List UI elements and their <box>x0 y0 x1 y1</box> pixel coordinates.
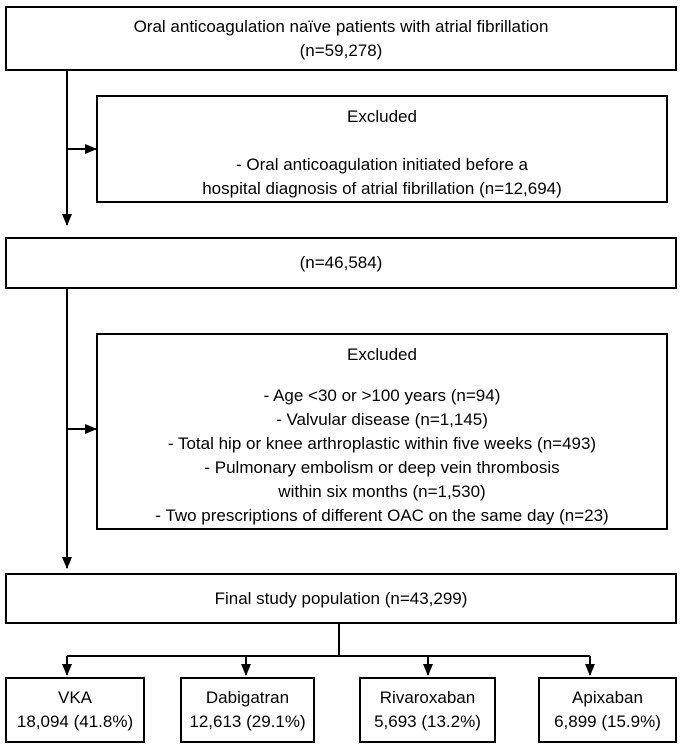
arm-count: 12,613 (29.1%) <box>189 712 306 731</box>
box-final: Final study population (n=43,299) <box>5 573 677 624</box>
box-middle-count: (n=46,584) <box>299 253 383 272</box>
box-start: Oral anticoagulation naïve patients with… <box>5 6 677 71</box>
arm-name: Apixaban <box>572 688 643 707</box>
exclusion-1-heading: Excluded <box>347 107 417 126</box>
exclusion-2-line: - Valvular disease (n=1,145) <box>276 410 488 429</box>
exclusion-1-line: - Oral anticoagulation initiated before … <box>235 155 528 174</box>
exclusion-2-line: - Two prescriptions of different OAC on … <box>155 506 609 525</box>
exclusion-2-line: - Total hip or knee arthroplastic within… <box>167 434 597 453</box>
arm-box-dabigatran: Dabigatran 12,613 (29.1%) <box>180 677 315 743</box>
arm-box-apixaban: Apixaban 6,899 (15.9%) <box>538 677 677 743</box>
exclusion-2-line: - Pulmonary embolism or deep vein thromb… <box>204 458 560 477</box>
box-start-count: (n=59,278) <box>299 40 383 60</box>
arm-count: 6,899 (15.9%) <box>554 712 661 731</box>
box-start-title: Oral anticoagulation naïve patients with… <box>133 16 549 36</box>
box-middle: (n=46,584) <box>5 237 677 289</box>
arm-count: 18,094 (41.8%) <box>16 712 134 731</box>
exclusion-2-heading: Excluded <box>347 345 417 364</box>
arm-box-vka: VKA 18,094 (41.8%) <box>5 677 145 743</box>
exclusion-1-line: hospital diagnosis of atrial fibrillatio… <box>202 179 562 198</box>
exclusion-box-1: Excluded - Oral anticoagulation initiate… <box>96 95 668 203</box>
arm-name: Rivaroxaban <box>379 688 476 707</box>
exclusion-2-line: within six months (n=1,530) <box>278 482 486 501</box>
arm-box-rivaroxaban: Rivaroxaban 5,693 (13.2%) <box>359 677 496 743</box>
arm-count: 5,693 (13.2%) <box>374 712 481 731</box>
exclusion-2-line: - Age <30 or >100 years (n=94) <box>263 386 501 405</box>
arm-name: Dabigatran <box>205 688 290 707</box>
arm-name: VKA <box>57 688 93 707</box>
box-final-title: Final study population (n=43,299) <box>214 588 468 608</box>
exclusion-box-2: Excluded - Age <30 or >100 years (n=94) … <box>96 333 668 530</box>
